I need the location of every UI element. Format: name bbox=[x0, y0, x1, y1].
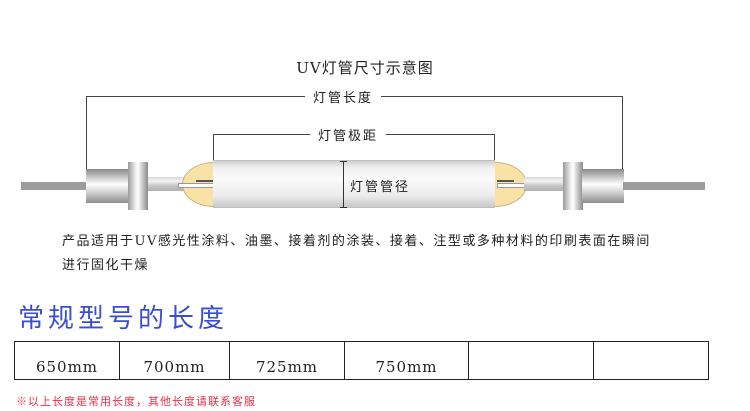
product-description: 产品适用于UV感光性涂料、油墨、接着剂的涂装、接着、注型或多种材料的印刷表面在瞬… bbox=[62, 230, 702, 278]
tube-diameter-marker bbox=[343, 161, 344, 208]
tube-diameter-label: 灯管管径 bbox=[350, 180, 411, 195]
footnote: ※以上长度是常用长度，其他长度请联系客服 bbox=[16, 395, 256, 408]
tube-length-right-tick bbox=[622, 96, 623, 170]
length-cell: 725mm bbox=[229, 341, 345, 380]
left-electrode-filament bbox=[196, 180, 213, 182]
length-cell: 650mm bbox=[14, 341, 120, 380]
right-metal-cap bbox=[582, 169, 624, 203]
tube-diameter-bottom-cap bbox=[340, 207, 347, 208]
left-electrode-pin bbox=[178, 183, 214, 188]
standard-lengths-heading: 常规型号的长度 bbox=[18, 304, 229, 334]
tube-length-left-tick bbox=[86, 96, 87, 170]
quartz-tube-body bbox=[213, 160, 495, 208]
left-metal-cap bbox=[86, 169, 129, 203]
tube-length-label: 灯管长度 bbox=[305, 87, 382, 106]
table-row: 650mm 700mm 725mm 750mm bbox=[14, 341, 709, 380]
length-cell: 700mm bbox=[119, 341, 230, 380]
left-lead-wire bbox=[21, 182, 87, 190]
left-stem bbox=[148, 177, 184, 191]
length-cell bbox=[468, 341, 594, 380]
diagram-title: UV灯管尺寸示意图 bbox=[296, 59, 434, 77]
length-cell: 750mm bbox=[344, 341, 469, 380]
tube-diameter-top-cap bbox=[340, 161, 347, 162]
right-stem bbox=[524, 177, 564, 191]
electrode-distance-label: 灯管极距 bbox=[310, 125, 387, 144]
left-cap-flange bbox=[128, 162, 148, 210]
description-line-2: 进行固化干燥 bbox=[62, 258, 150, 273]
right-electrode-filament bbox=[497, 180, 514, 182]
right-cap-flange bbox=[563, 162, 583, 210]
description-line-1: 产品适用于UV感光性涂料、油墨、接着剂的涂装、接着、注型或多种材料的印刷表面在瞬… bbox=[62, 234, 651, 249]
lengths-table: 650mm 700mm 725mm 750mm bbox=[14, 341, 709, 380]
electrode-distance-right-tick bbox=[494, 134, 495, 161]
length-cell bbox=[593, 341, 709, 380]
right-lead-wire bbox=[623, 182, 705, 190]
electrode-distance-left-tick bbox=[213, 134, 214, 161]
